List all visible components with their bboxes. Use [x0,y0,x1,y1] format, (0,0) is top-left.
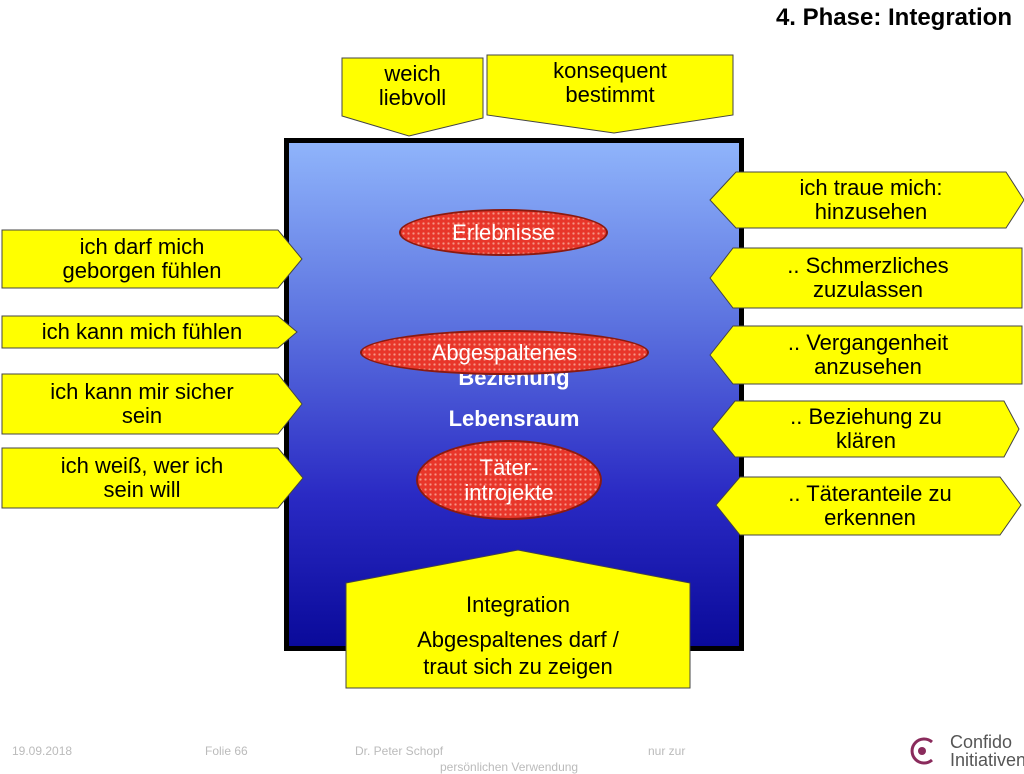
callout-weich: weich [384,61,441,86]
left-arrow-2: ich kann mich fühlen [2,316,282,348]
right-arrow-1-line1: ich traue mich: [799,175,943,200]
slide-title: 4. Phase: Integration [775,4,1012,31]
left-arrow-4-line1: ich weiß, wer ich [60,453,224,478]
right-arrow-3-line2: anzusehen [814,354,922,379]
confido-logo-text: Confido Initiativen [950,733,1024,769]
logo-line1: Confido [950,732,1013,752]
left-arrow-3: ich kann mir sicher sein [2,374,282,434]
integration-text-line2: traut sich zu zeigen [423,654,613,679]
left-arrow-2-line1: ich kann mich fühlen [41,319,243,344]
bottom-integration-box: Integration Abgespaltenes darf / traut s… [346,583,690,688]
oval-abgespaltenes: Abgespaltenes [360,330,649,375]
top-callout-firm-shape [486,54,734,134]
right-arrow-5-shape [715,476,1022,536]
left-arrow-1-line1: ich darf mich [79,234,205,259]
right-arrow-4-shape [711,400,1020,458]
right-arrow-2-shape [709,247,1023,309]
confido-logo-icon [904,734,940,766]
logo-line2: Initiativen [950,750,1024,770]
integration-heading: Integration [466,592,570,617]
right-arrow-3-line1: .. Vergangenheit [787,330,949,355]
right-arrow-1-shape [709,171,1024,229]
callout-weich-liebvoll: weich liebvoll [342,58,483,114]
left-arrow-4: ich weiß, wer ich sein will [2,448,282,508]
right-arrow-3-shape [709,325,1023,385]
right-arrow-5-line1: .. Täteranteile zu [788,481,952,506]
footer-author: Dr. Peter Schopf [355,744,444,758]
right-arrow-2: .. Schmerzliches zuzulassen [733,248,1003,308]
top-callout-soft-shape [341,57,484,137]
left-arrow-1: ich darf mich geborgen fühlen [2,230,282,288]
right-arrow-5-line2: erkennen [824,505,916,530]
right-arrow-4-line2: klären [836,428,896,453]
left-arrow-1-shape [1,229,303,289]
left-arrow-4-line2: sein will [103,477,181,502]
right-arrow-1-line2: hinzusehen [814,199,928,224]
callout-konsequent-bestimmt: konsequent bestimmt [487,55,733,111]
left-arrow-1-line2: geborgen fühlen [62,258,222,283]
integration-text-line1: Abgespaltenes darf / [417,627,619,652]
bottom-box-shape [345,549,691,689]
callout-bestimmt: bestimmt [565,82,655,107]
left-arrow-3-shape [1,373,303,435]
footer-slide-number: Folie 66 [205,744,248,758]
left-arrow-4-shape [1,447,304,509]
right-arrow-2-line2: zuzulassen [812,277,924,302]
oval-taeter-line1: Täter- [479,455,539,480]
left-arrow-3-line2: sein [121,403,163,428]
right-arrow-3: .. Vergangenheit anzusehen [733,326,1003,384]
right-arrow-1: ich traue mich: hinzusehen [736,172,1006,228]
right-arrow-4: .. Beziehung zu klären [735,401,997,457]
footer-date: 19.09.2018 [12,744,73,758]
right-arrow-5: .. Täteranteile zu erkennen [740,477,1000,535]
oval-taeter-line2: introjekte [464,480,554,505]
right-arrow-2-line1: .. Schmerzliches [787,253,949,278]
footer-note: nur zur [648,744,686,758]
lebensraum-label: Lebensraum [448,406,580,431]
callout-liebvoll: liebvoll [378,85,447,110]
left-arrow-2-shape [1,315,298,349]
callout-konsequent: konsequent [553,58,667,83]
left-arrow-3-line1: ich kann mir sicher [50,379,234,404]
footer-note-line2: persönlichen Verwendung [440,760,579,774]
oval-taeterintrojekte: Täter- introjekte [416,440,602,520]
oval-erlebnisse: Erlebnisse [399,209,608,256]
right-arrow-4-line1: .. Beziehung zu [790,404,942,429]
